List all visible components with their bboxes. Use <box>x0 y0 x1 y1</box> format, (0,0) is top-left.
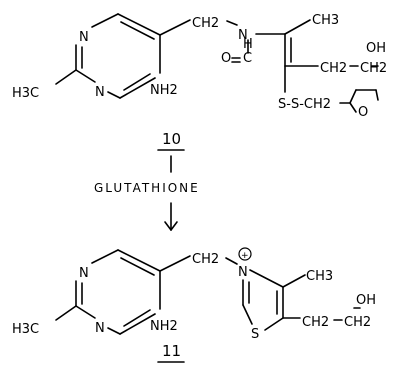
product-thiazolium-ring <box>242 269 284 331</box>
reactant-disulfide: S-S-CH2 <box>278 97 331 112</box>
reactant-methyl: H3C <box>12 86 39 101</box>
reagent-label: GLUTATHIONE <box>94 181 200 195</box>
product-methyl: H3C <box>12 322 39 337</box>
reactant-ring-n-bottom: N <box>95 85 105 100</box>
reactant-number: 10 <box>162 130 181 148</box>
reactant-thf-o: O <box>358 105 368 120</box>
reactant-bridge-ch2: CH2 <box>192 16 219 31</box>
reaction-arrow <box>164 202 178 231</box>
reactant-formyl-c: C <box>243 51 252 66</box>
reactant-formyl-o: O <box>221 51 231 66</box>
reactant-ring-n-top: N <box>79 30 89 45</box>
reactant-side-oh: OH <box>366 41 386 56</box>
product-charge: + <box>238 247 252 261</box>
product-thiazole-s: S <box>251 327 259 342</box>
product-ring-n-top: N <box>79 266 89 281</box>
reactant-side-ch2a: CH2 <box>320 61 347 76</box>
product-amino: NH2 <box>150 319 178 334</box>
product-structure: N N H3C NH2 CH2 N + S CH3 CH2 CH2 OH 11 <box>12 247 376 363</box>
reactant-formyl-h: H <box>243 37 253 52</box>
reactant-vinyl-ch3: CH3 <box>312 13 339 28</box>
reactant-thf-ring <box>339 89 379 113</box>
product-side-ch2a: CH2 <box>302 315 329 330</box>
svg-text:+: + <box>241 251 249 261</box>
reactant-structure: N N H3C NH2 CH2 N C H O CH3 CH2 CH2 OH S… <box>12 13 387 151</box>
reactant-amino: NH2 <box>150 83 178 98</box>
reactant-pyrimidine-ring <box>55 13 191 99</box>
product-pyrimidine-ring <box>55 249 191 335</box>
product-ring-ch3: CH3 <box>306 269 333 284</box>
product-side-oh: OH <box>356 293 376 308</box>
product-number: 11 <box>162 342 181 360</box>
product-bridge-ch2: CH2 <box>192 252 219 267</box>
reactant-amide-n: N <box>238 28 248 43</box>
product-side-ch2b: CH2 <box>344 315 371 330</box>
product-ring-n-bottom: N <box>95 321 105 336</box>
product-thiazolium-n: N <box>238 265 248 280</box>
reactant-side-ch2b: CH2 <box>360 61 387 76</box>
